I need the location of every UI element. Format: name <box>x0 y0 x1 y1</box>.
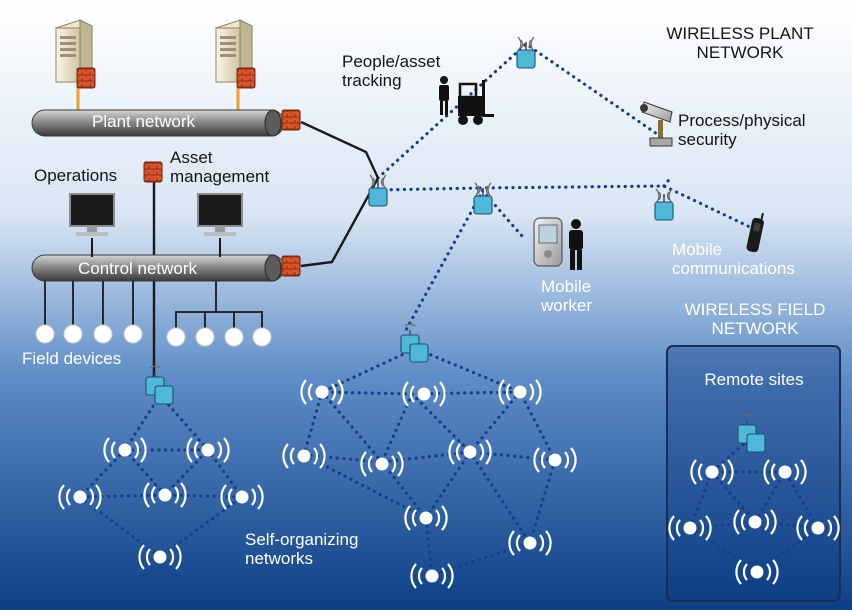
firewall-icon <box>236 67 256 89</box>
field-device-icon <box>195 327 215 347</box>
asset-management-label: Asset management <box>170 148 270 187</box>
person-icon <box>569 219 583 270</box>
firewall-icon <box>76 67 96 89</box>
operations-label: Operations <box>34 166 118 185</box>
self-organizing-networks-label: Self-organizing networks <box>245 530 359 569</box>
field-devices-label: Field devices <box>22 349 122 368</box>
field-device-icon <box>224 327 244 347</box>
forklift-icon <box>458 80 494 125</box>
mobile-phone-icon <box>746 212 764 253</box>
firewall-icon <box>143 161 163 183</box>
mobile-worker-label: Mobile worker <box>541 277 593 316</box>
field-device-icon <box>93 324 113 344</box>
monitor-links <box>91 238 221 257</box>
security-camera-icon <box>640 101 673 147</box>
remote-sites-label: Remote sites <box>704 370 804 389</box>
wireless-field-network-label: WIRELESS FIELD NETWORK <box>684 300 826 339</box>
plant-network-label: Plant network <box>92 112 195 131</box>
field-device-links <box>44 281 263 332</box>
process-physical-security-label: Process/physical security <box>678 111 806 150</box>
mobile-communications-label: Mobile communications <box>672 240 795 279</box>
field-device-icon <box>123 324 143 344</box>
wireless-plant-network-label: WIRELESS PLANT NETWORK <box>666 24 814 63</box>
remote-sites-box <box>666 345 841 602</box>
field-device-icon <box>252 327 272 347</box>
control-network-label: Control network <box>78 259 198 278</box>
field-device-icon <box>35 324 55 344</box>
person-icon <box>439 76 449 115</box>
firewall-icon <box>281 255 301 277</box>
firewall-icon <box>281 109 301 131</box>
field-device-icon <box>63 324 83 344</box>
handheld-device-icon <box>533 217 563 267</box>
field-device-icon <box>166 327 186 347</box>
people-asset-tracking-label: People/asset tracking <box>342 52 441 91</box>
